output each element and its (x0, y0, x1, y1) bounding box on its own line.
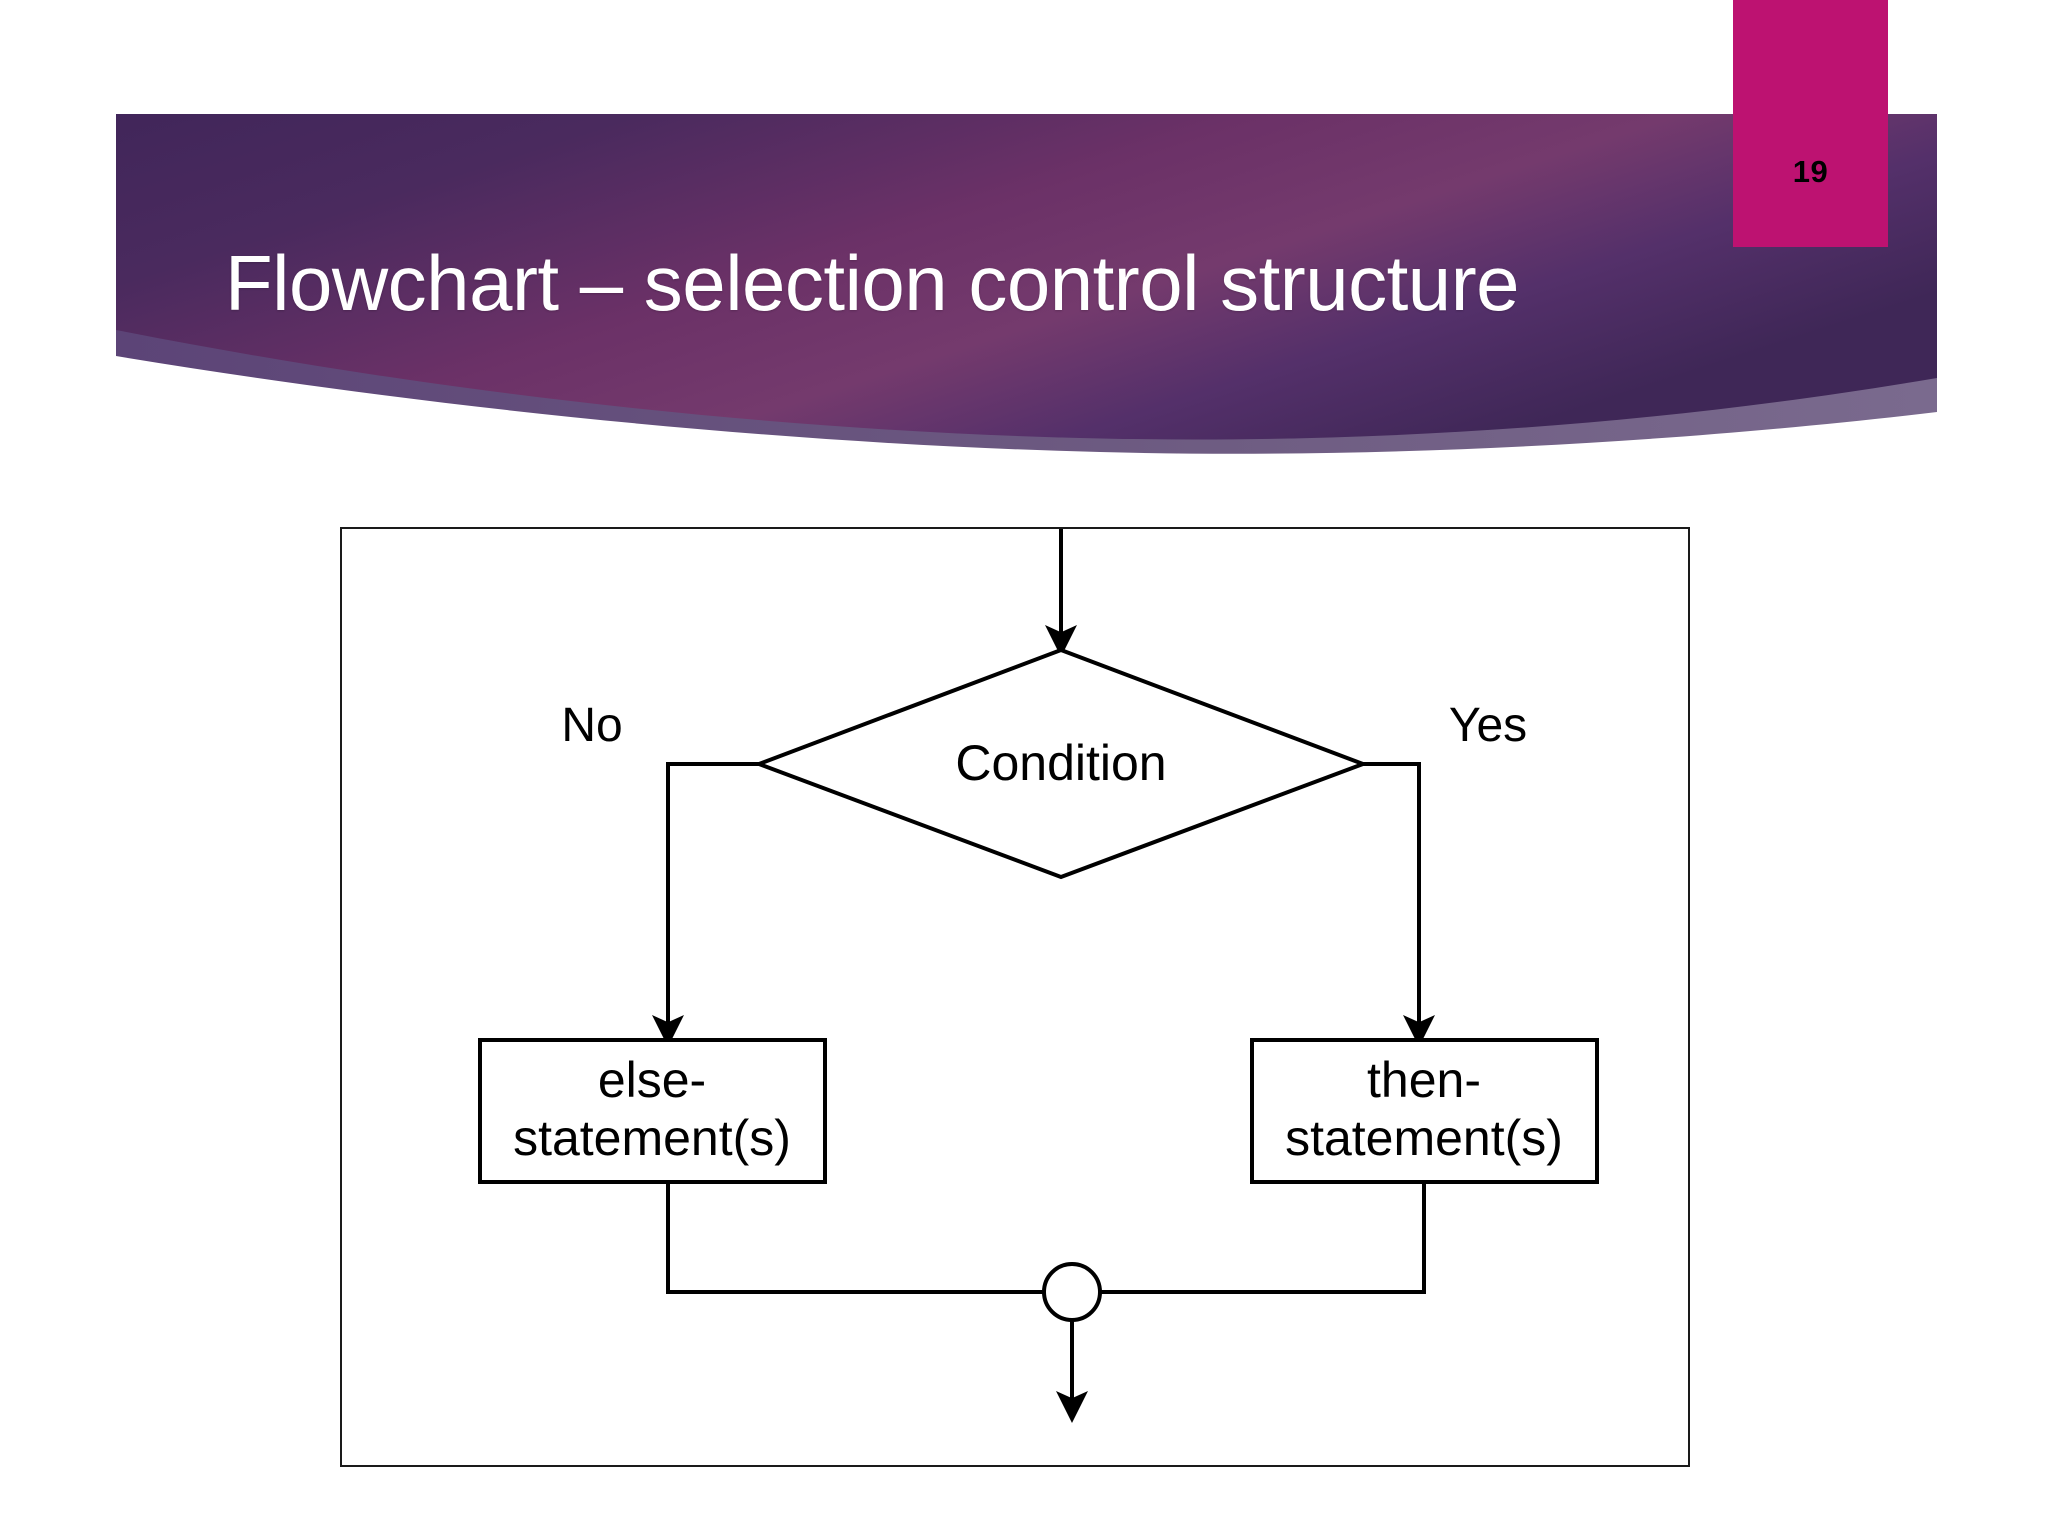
process-box-then-line1: then- (1367, 1052, 1481, 1108)
edge-then-to-merge (1100, 1182, 1426, 1294)
edge-condition-to-then (1363, 762, 1435, 1048)
edge-condition-to-else (651, 762, 759, 1048)
process-box-then-line2: statement(s) (1285, 1110, 1563, 1166)
process-box-else-line1: else- (598, 1052, 706, 1108)
edge-label-no: No (561, 699, 622, 752)
merge-node-circle (1042, 1262, 1102, 1322)
edge-else-to-merge (666, 1182, 1045, 1294)
process-box-then (1250, 1038, 1599, 1184)
edge-label-yes: Yes (1449, 699, 1527, 752)
page-number-value: 19 (1792, 154, 1829, 189)
process-box-else (478, 1038, 827, 1184)
decision-diamond-label: Condition (955, 735, 1166, 791)
process-box-else-line2: statement(s) (513, 1110, 791, 1166)
decision-diamond-condition (753, 647, 1369, 880)
page-title: Flowchart – selection control structure (225, 239, 1520, 327)
flowchart-figure: Condition No Yes else- statement(s) then… (340, 527, 1690, 1467)
page-number-badge: 19 (1733, 0, 1888, 247)
